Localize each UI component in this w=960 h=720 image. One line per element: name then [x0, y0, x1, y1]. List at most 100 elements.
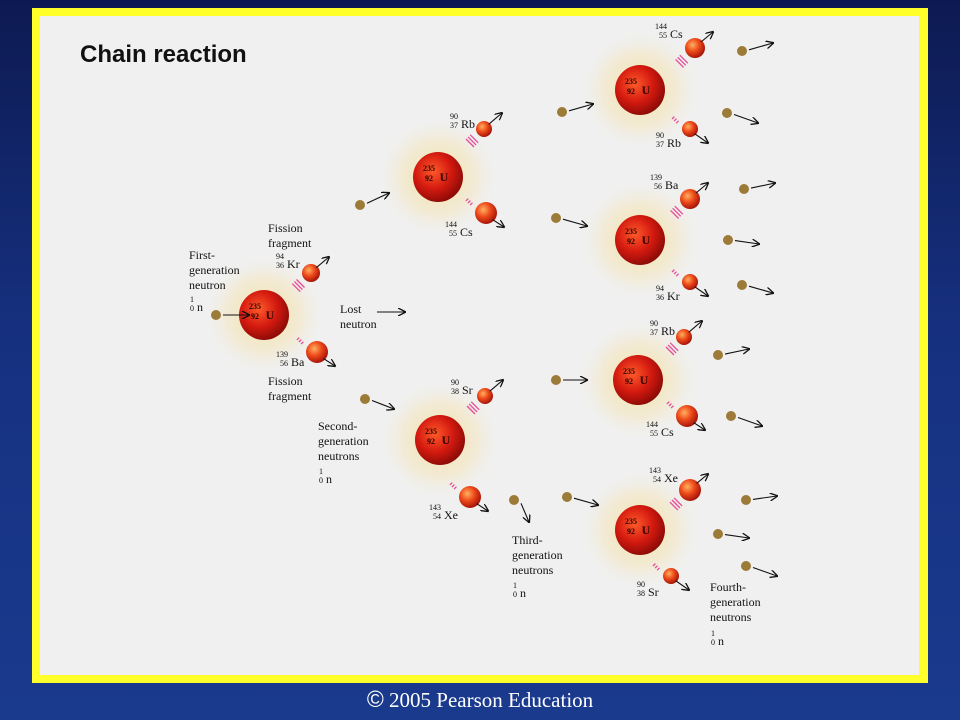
motion-stripe	[671, 269, 675, 273]
motion-stripe	[675, 120, 679, 124]
neutron-arrow	[737, 416, 762, 427]
second-generation-label-line: neutrons	[318, 449, 360, 463]
motion-stripe	[670, 405, 674, 409]
second-gen-neutron-notation-mass: 1	[319, 467, 323, 476]
fission-fragment-label-bottom-line: fragment	[268, 389, 312, 403]
neutron-arrow	[371, 399, 394, 410]
fragment-nucleus	[679, 479, 701, 501]
neutron	[726, 411, 736, 421]
fragment-atomic-number: 37	[650, 328, 658, 337]
neutron	[551, 213, 561, 223]
motion-stripe	[470, 401, 480, 411]
uranium-symbol: U	[642, 83, 651, 97]
fragment-arrow	[489, 380, 503, 392]
neutron	[509, 495, 519, 505]
fragment-mass-number: 143	[649, 466, 661, 475]
fragment-nucleus	[476, 121, 492, 137]
first-gen-neutron-notation-atomic: 0	[190, 304, 194, 313]
fragment-atomic-number: 36	[656, 293, 664, 302]
fragment-atomic-number: 56	[280, 359, 288, 368]
motion-stripe	[296, 337, 300, 341]
neutron-arrow	[724, 349, 749, 355]
third-gen-neutron-notation-atomic: 0	[513, 590, 517, 599]
third-generation-label-line: generation	[512, 548, 563, 562]
fragment-nucleus	[302, 264, 320, 282]
fragment-arrow	[688, 321, 702, 333]
motion-stripe	[465, 198, 469, 202]
fourth-generation-label-line: Fourth-	[710, 580, 746, 594]
fragment-arrow	[675, 580, 689, 590]
fragment-symbol: Sr	[462, 383, 473, 397]
neutron	[737, 280, 747, 290]
uranium-symbol: U	[640, 373, 649, 387]
motion-stripe	[467, 136, 477, 146]
uranium-atomic-number: 92	[425, 174, 433, 183]
motion-stripe	[679, 54, 689, 64]
fourth-generation-label-line: generation	[710, 595, 761, 609]
motion-stripe	[675, 273, 679, 277]
fragment-arrow	[694, 286, 708, 296]
fragment-atomic-number: 55	[659, 31, 667, 40]
fragment-atomic-number: 55	[449, 229, 457, 238]
fragment-symbol: Ba	[665, 178, 679, 192]
fragment-arrow	[695, 183, 708, 194]
motion-stripe	[671, 116, 675, 120]
fourth-gen-neutron-notation-atomic: 0	[711, 638, 715, 647]
motion-stripe	[656, 567, 660, 571]
fragment-nucleus	[477, 388, 493, 404]
fragment-nucleus	[680, 189, 700, 209]
motion-stripe	[654, 565, 658, 569]
fragment-mass-number: 144	[655, 22, 667, 31]
neutron-arrow	[573, 497, 598, 505]
uranium-atomic-number: 92	[627, 237, 635, 246]
uranium-mass-number: 235	[423, 164, 435, 173]
first-gen-neutron-notation-symbol: n	[197, 300, 203, 314]
fragment-mass-number: 90	[451, 378, 459, 387]
uranium-mass-number: 235	[625, 227, 637, 236]
fragment-mass-number: 90	[450, 112, 458, 121]
fragment-mass-number: 139	[276, 350, 288, 359]
neutron-arrow	[562, 218, 587, 226]
motion-stripe	[665, 346, 675, 356]
neutron-arrow	[520, 503, 529, 522]
second-generation-label-line: generation	[318, 434, 369, 448]
uranium-atomic-number: 92	[625, 377, 633, 386]
neutron-arrow	[724, 535, 749, 538]
uranium-mass-number: 235	[425, 427, 437, 436]
fragment-atomic-number: 38	[451, 387, 459, 396]
fragment-symbol: Kr	[667, 289, 680, 303]
neutron	[739, 184, 749, 194]
fragment-symbol: Rb	[661, 324, 675, 338]
motion-stripe	[467, 200, 471, 204]
first-generation-label-line: First-	[189, 248, 215, 262]
neutron-arrow	[568, 104, 593, 112]
fragment-mass-number: 94	[276, 252, 284, 261]
motion-stripe	[300, 341, 304, 345]
fragment-arrow	[694, 133, 708, 143]
fragment-arrow	[492, 219, 504, 227]
neutron	[723, 235, 733, 245]
neutron	[562, 492, 572, 502]
lost-neutron-label-line: neutron	[340, 317, 377, 331]
fragment-symbol: Cs	[661, 425, 674, 439]
fragment-mass-number: 90	[656, 131, 664, 140]
motion-stripe	[296, 279, 305, 288]
fragment-nucleus	[663, 568, 679, 584]
motion-stripe	[449, 482, 453, 486]
motion-stripe	[291, 283, 301, 293]
uranium-atomic-number: 92	[627, 87, 635, 96]
motion-stripe	[469, 134, 479, 144]
fragment-nucleus	[475, 202, 497, 224]
uranium-symbol: U	[642, 233, 651, 247]
fragment-arrow	[323, 358, 335, 366]
uranium-nucleus	[613, 355, 663, 405]
uranium-nucleus	[615, 505, 665, 555]
neutron-arrow	[734, 241, 759, 244]
fragment-symbol: Cs	[670, 27, 683, 41]
second-gen-neutron-notation-atomic: 0	[319, 476, 323, 485]
motion-stripe	[670, 209, 680, 219]
fragment-atomic-number: 37	[656, 140, 664, 149]
fragment-symbol: Kr	[287, 257, 300, 271]
uranium-mass-number: 235	[625, 77, 637, 86]
